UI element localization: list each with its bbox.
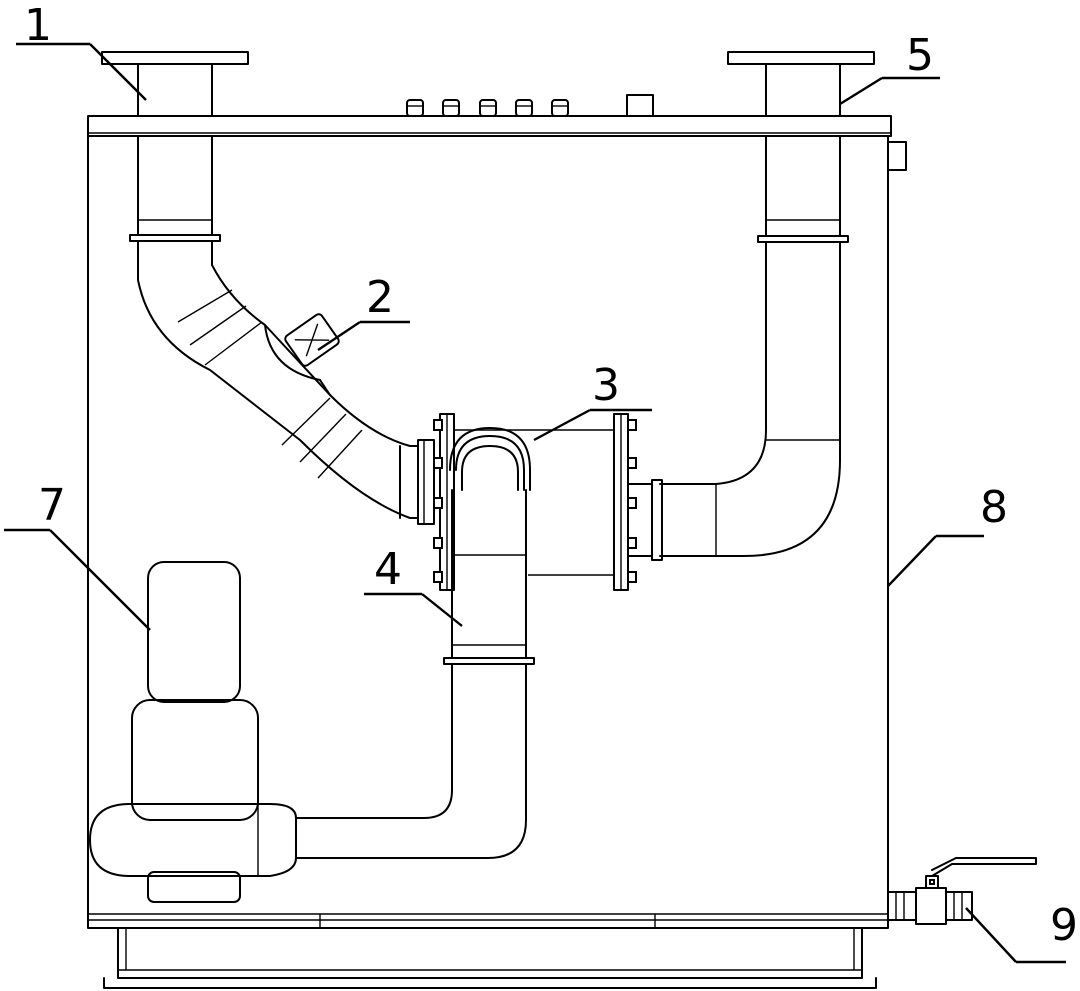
tank-lid <box>87 94 892 137</box>
label-4: 4 <box>374 544 402 595</box>
tank-body <box>87 135 907 929</box>
label-8: 8 <box>980 482 1008 533</box>
inlet-elbow <box>137 240 435 525</box>
tee-assembly <box>433 413 637 591</box>
label-7: 7 <box>38 480 66 531</box>
label-9: 9 <box>1050 900 1078 951</box>
pump <box>89 561 297 903</box>
drain-valve <box>887 857 1037 925</box>
label-3: 3 <box>592 360 620 411</box>
riser-pipe <box>295 489 535 859</box>
tank-base <box>103 927 877 989</box>
inlet-pipe <box>101 51 249 242</box>
leader-lines <box>4 42 1066 964</box>
label-5: 5 <box>906 30 934 81</box>
outlet-pipe <box>627 51 875 561</box>
label-1: 1 <box>24 0 52 51</box>
label-2: 2 <box>366 272 394 323</box>
